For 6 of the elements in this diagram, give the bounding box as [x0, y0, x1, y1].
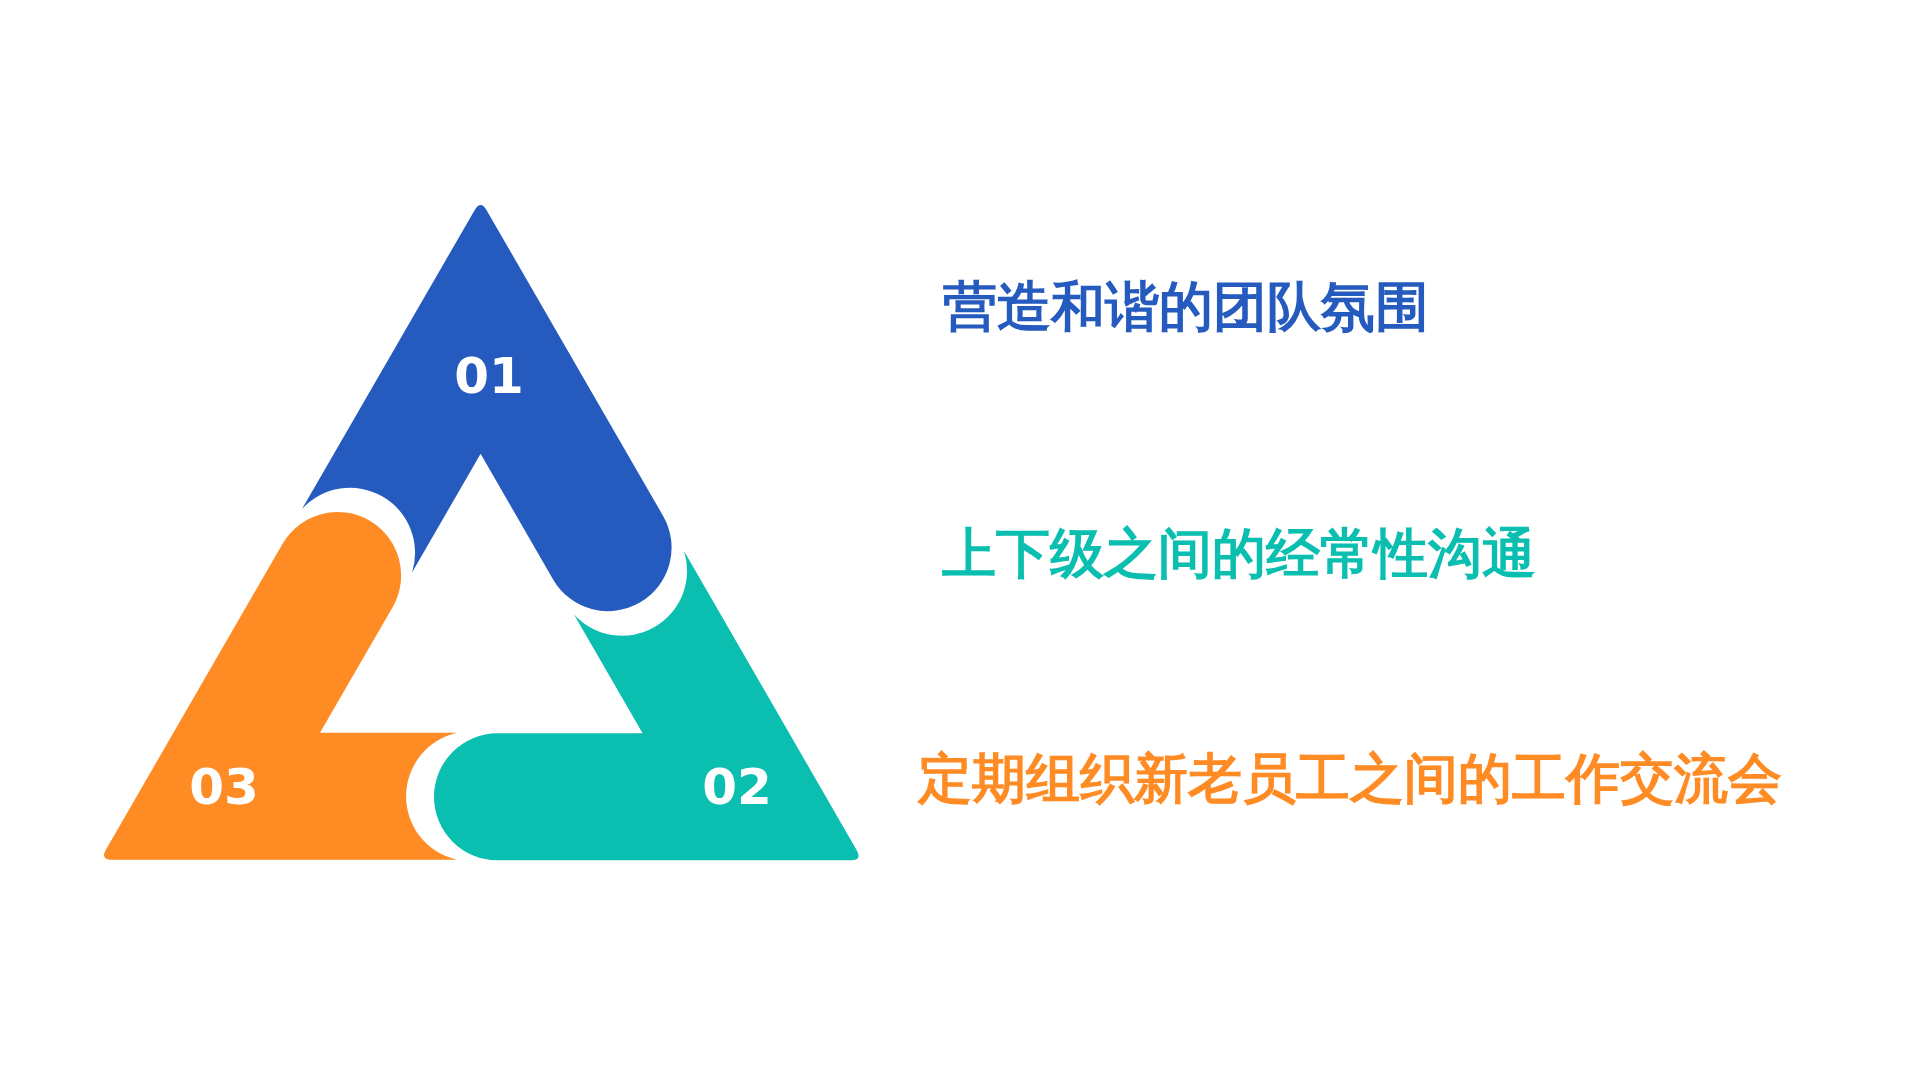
statement-text: 营造和谐的团队氛围	[943, 277, 1429, 337]
statement-text: 定期组织新老员工之间的工作交流会	[918, 749, 1782, 809]
step-number: 02	[702, 762, 772, 812]
step-number: 01	[454, 351, 524, 401]
statement-text: 上下级之间的经常性沟通	[942, 524, 1536, 584]
step-number: 03	[189, 762, 259, 812]
